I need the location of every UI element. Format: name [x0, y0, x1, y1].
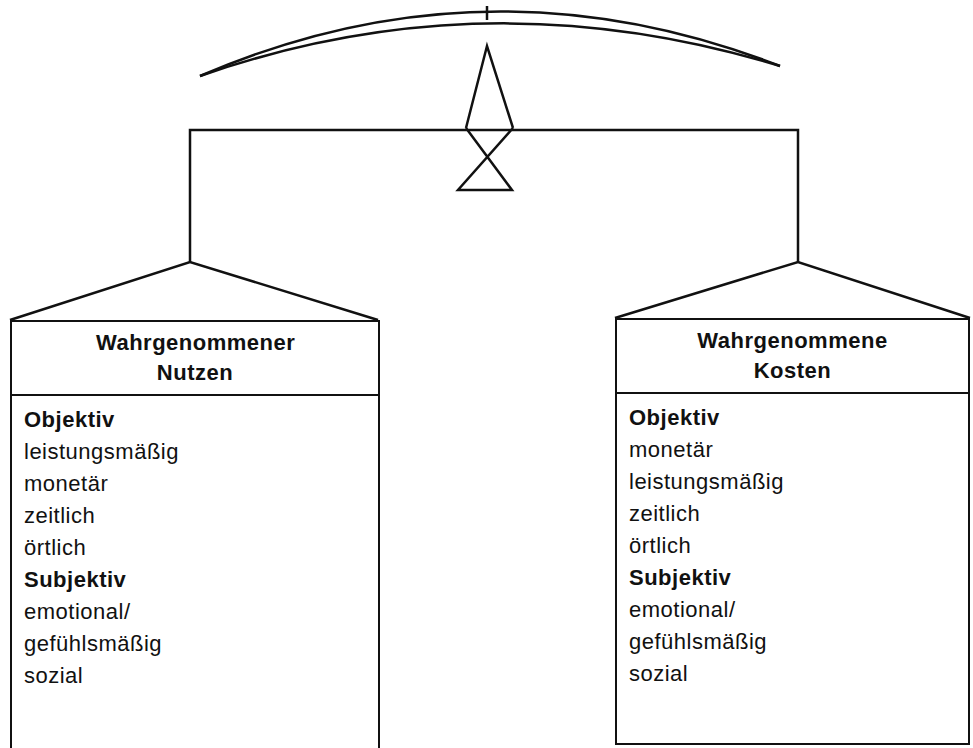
list-item: monetär: [24, 468, 366, 500]
scale-pan-hanger: [10, 262, 378, 320]
list-item: leistungsmäßig: [24, 436, 366, 468]
list-item: emotional/ gefühlsmäßig: [629, 594, 783, 658]
category-heading: Objektiv: [629, 402, 956, 434]
list-item: emotional/ gefühlsmäßig: [24, 596, 178, 660]
list-item: sozial: [629, 658, 956, 690]
box-body: Objektivleistungsmäßigmonetärzeitlichört…: [12, 396, 378, 702]
box-heading: Wahrgenommener Nutzen: [96, 328, 294, 388]
list-item: örtlich: [629, 530, 956, 562]
list-item: zeitlich: [629, 498, 956, 530]
scale-arc: [200, 11, 780, 76]
category-heading: Objektiv: [24, 404, 366, 436]
list-item: monetär: [629, 434, 956, 466]
list-item: leistungsmäßig: [629, 466, 956, 498]
scale-tick: [486, 6, 489, 20]
scale-pan-hanger: [615, 262, 970, 318]
pan-box: Wahrgenommene KostenObjektivmonetärleist…: [615, 318, 970, 745]
box-body: Objektivmonetärleistungsmäßigzeitlichört…: [617, 394, 968, 700]
pan-box: Wahrgenommener NutzenObjektivleistungsmä…: [10, 320, 380, 748]
category-heading: Subjektiv: [629, 562, 956, 594]
list-item: zeitlich: [24, 500, 366, 532]
list-item: sozial: [24, 660, 366, 692]
box-header: Wahrgenommener Nutzen: [12, 322, 378, 396]
box-heading: Wahrgenommene Kosten: [694, 326, 892, 386]
scale-needle: [466, 46, 513, 128]
category-heading: Subjektiv: [24, 564, 366, 596]
list-item: örtlich: [24, 532, 366, 564]
scale-arc: [200, 23, 780, 76]
scale-pivot: [458, 128, 513, 190]
box-header: Wahrgenommene Kosten: [617, 320, 968, 394]
scale-beam: [190, 130, 798, 262]
